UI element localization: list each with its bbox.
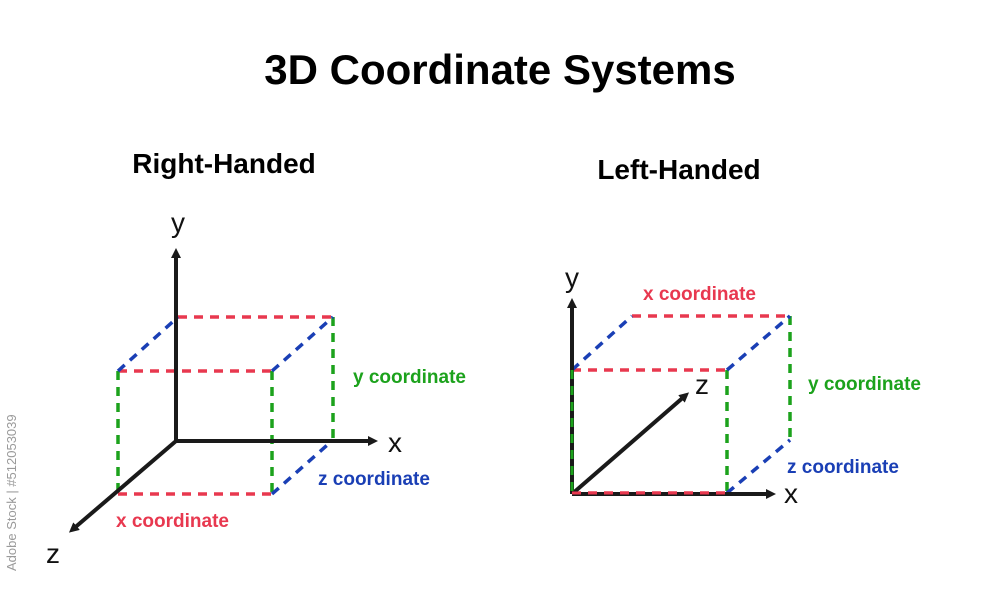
stock-watermark: Adobe Stock | #512053039 (4, 414, 19, 572)
lh-z-axis-arrow (570, 392, 690, 496)
rh-y-coordinate-lines (116, 317, 335, 494)
lh-y-coordinate-label: y coordinate (808, 374, 921, 395)
lh-z-coordinate-lines (570, 314, 792, 495)
rh-top-depth-edge (270, 315, 335, 373)
right-handed-title: Right-Handed (132, 148, 316, 179)
lh-top-depth-edge (725, 314, 792, 372)
lh-left-depth-edge (570, 314, 634, 372)
rh-axes (68, 248, 378, 533)
lh-bottom-depth-edge (725, 438, 792, 495)
rh-bottom-depth-edge (270, 438, 335, 496)
rh-z-axis-label: z (46, 538, 60, 569)
lh-x-coordinate-label: x coordinate (643, 284, 756, 305)
rh-z-coordinate-lines (116, 315, 335, 496)
lh-y-axis-label: y (565, 262, 579, 293)
lh-z-axis-label: z (695, 369, 709, 400)
left-handed-title: Left-Handed (597, 154, 760, 185)
lh-x-axis-label: x (784, 478, 798, 509)
page-title: 3D Coordinate Systems (264, 46, 735, 93)
rh-left-depth-edge (116, 315, 180, 373)
left-handed-diagram: Left-Handed y x z x c (565, 154, 921, 509)
lh-z-coordinate-label: z coordinate (787, 457, 899, 478)
rh-z-coordinate-label: z coordinate (318, 469, 430, 490)
rh-z-axis-arrow (68, 439, 178, 533)
rh-x-coordinate-lines (118, 315, 333, 496)
lh-axes (567, 298, 776, 499)
right-handed-diagram: Right-Handed y x z y coordinate (46, 148, 466, 569)
rh-x-coordinate-label: x coordinate (116, 511, 229, 532)
rh-y-coordinate-label: y coordinate (353, 367, 466, 388)
rh-x-axis-label: x (388, 427, 402, 458)
rh-y-axis-label: y (171, 207, 185, 238)
